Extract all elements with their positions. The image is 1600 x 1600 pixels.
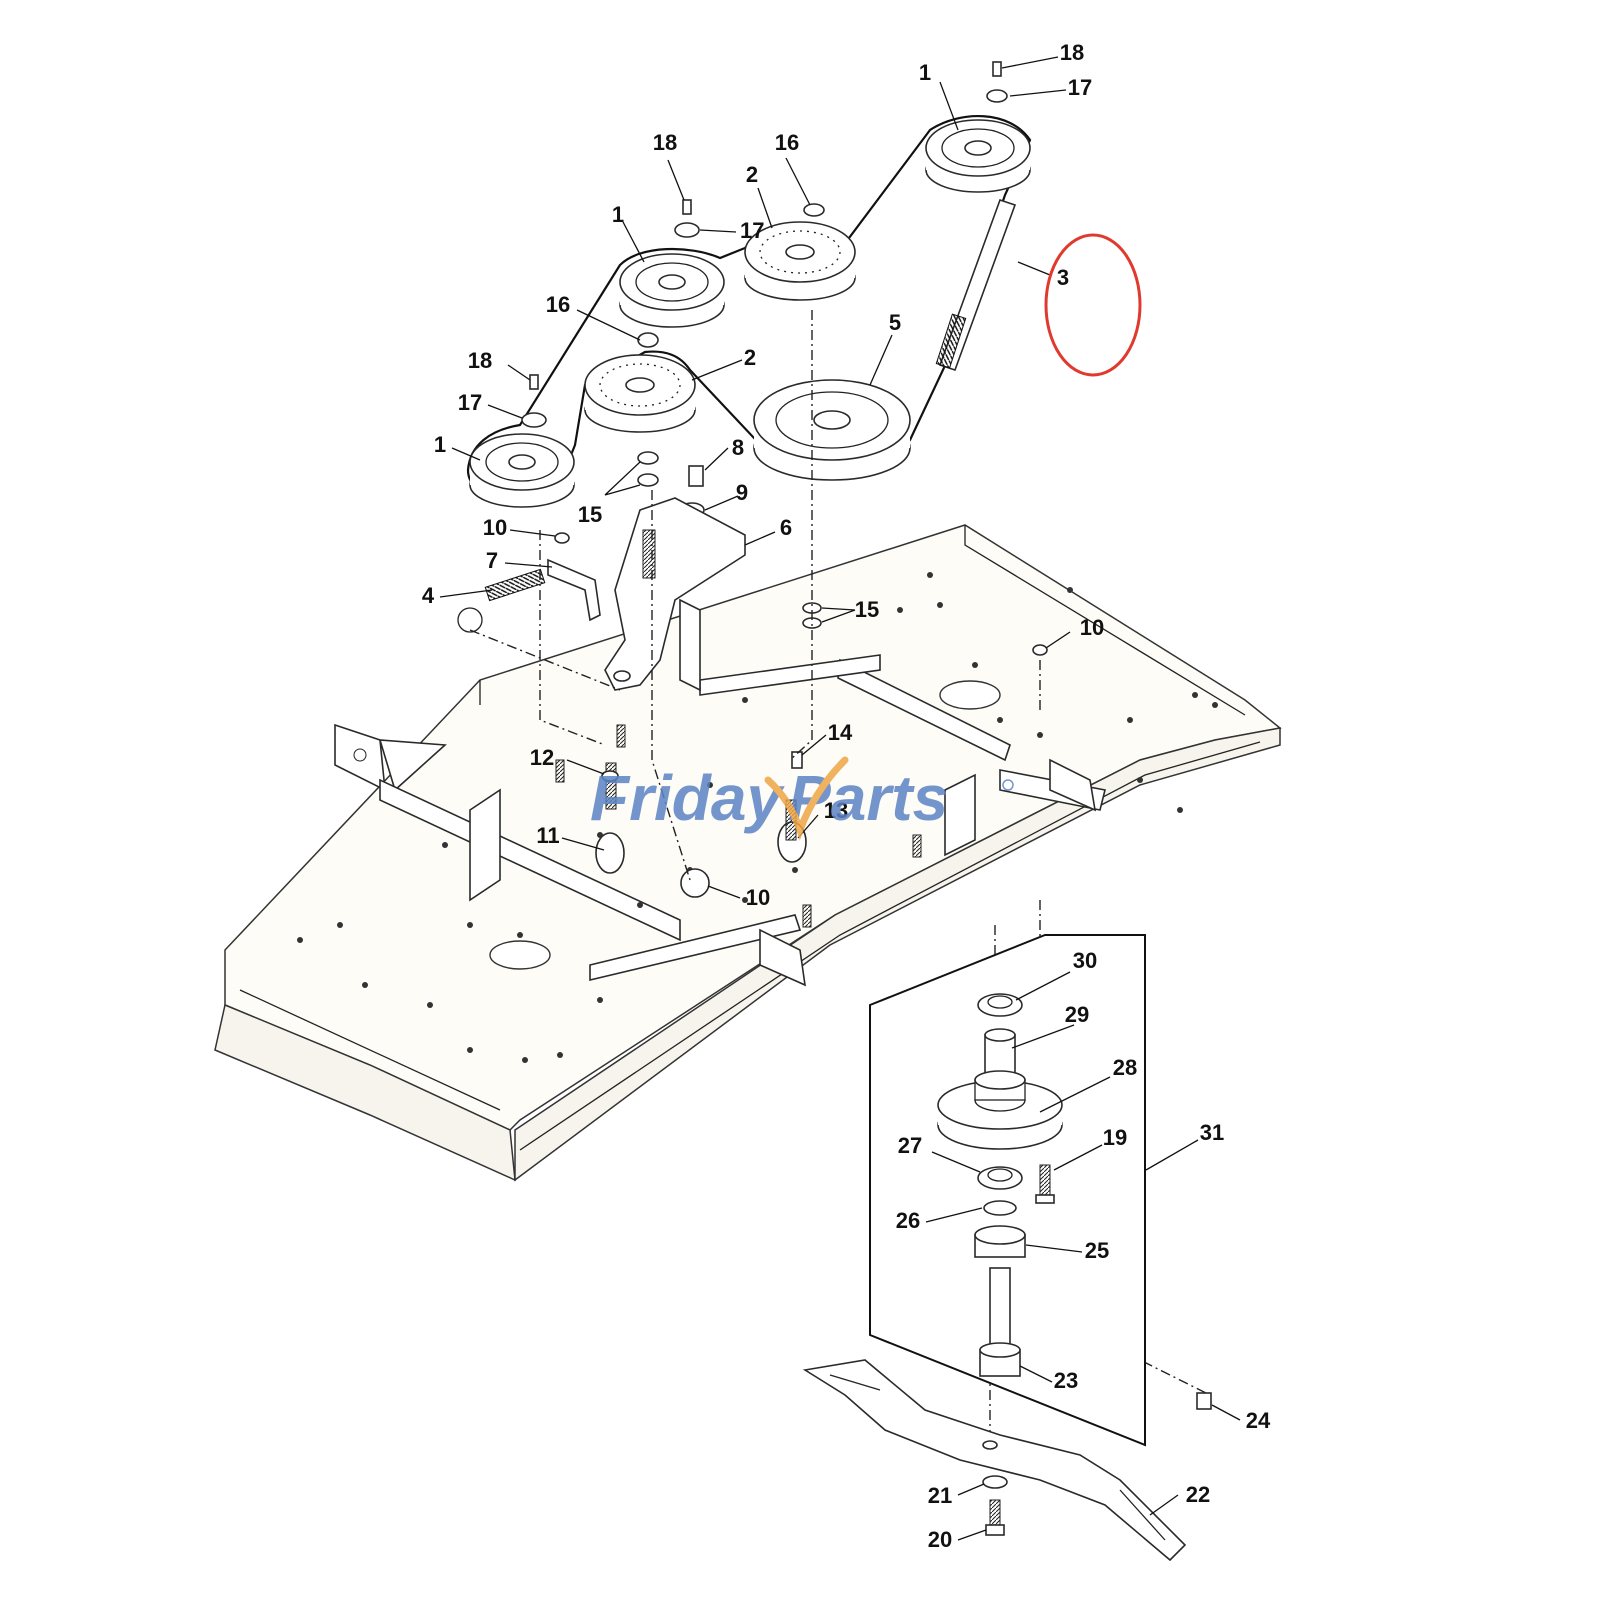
callout-12: 12: [530, 745, 554, 770]
callout-25: 25: [1085, 1238, 1109, 1263]
callout-14: 14: [828, 720, 853, 745]
callout-15: 15: [855, 597, 879, 622]
callout-16: 16: [775, 130, 799, 155]
callout-17: 17: [740, 218, 764, 243]
callout-1: 1: [612, 202, 624, 227]
callout-21: 21: [928, 1483, 952, 1508]
callout-1: 1: [919, 60, 931, 85]
callout-24: 24: [1246, 1408, 1271, 1433]
highlight-circle: [1044, 233, 1142, 377]
callout-22: 22: [1186, 1482, 1210, 1507]
callout-6: 6: [780, 515, 792, 540]
callout-20: 20: [928, 1527, 952, 1552]
mower-deck: [214, 524, 1282, 1182]
callout-29: 29: [1065, 1002, 1089, 1027]
callout-8: 8: [732, 435, 744, 460]
watermark-swoosh: [764, 756, 849, 841]
callout-1: 1: [434, 432, 446, 457]
callout-18: 18: [468, 348, 492, 373]
callout-28: 28: [1113, 1055, 1137, 1080]
svg-text:FridayParts: FridayParts: [590, 762, 948, 834]
callout-13: 13: [824, 798, 848, 823]
spindle-assembly-box: [869, 934, 1146, 1447]
callout-2: 2: [744, 345, 756, 370]
callout-16: 16: [546, 292, 570, 317]
watermark-brand-part1: Friday: [590, 762, 785, 834]
callout-19: 19: [1103, 1125, 1127, 1150]
callout-9: 9: [736, 480, 748, 505]
pulley-2-upper: [744, 221, 856, 301]
callout-11: 11: [536, 823, 559, 848]
callout-10: 10: [483, 515, 507, 540]
spindle-parts: [937, 993, 1212, 1410]
callout-18: 18: [653, 130, 677, 155]
callout-17: 17: [458, 390, 482, 415]
callout-31: 31: [1200, 1120, 1224, 1145]
callout-10: 10: [746, 885, 770, 910]
spring-bracket: [457, 558, 601, 633]
leader-lines: [439, 56, 1241, 1541]
callout-30: 30: [1073, 948, 1097, 973]
pulley-1-top-right: [925, 119, 1031, 193]
callout-5: 5: [889, 310, 901, 335]
callout-15: 15: [578, 502, 602, 527]
callout-17: 17: [1068, 75, 1092, 100]
callout-labels: 1 18 17 18 16 2 1 17 3 16 5 2 18 17 1 8 …: [422, 40, 1271, 1552]
pulley-1-left: [469, 433, 575, 508]
callout-2: 2: [746, 162, 758, 187]
callout-4: 4: [422, 583, 435, 608]
callout-10: 10: [1080, 615, 1104, 640]
pulley-5-main: [753, 379, 911, 481]
pulley-2-lower: [584, 354, 696, 433]
blade: [802, 1359, 1187, 1562]
pulley-1-middle: [619, 253, 725, 328]
callout-26: 26: [896, 1208, 920, 1233]
watermark: FridayParts: [590, 756, 1014, 841]
callout-3: 3: [1057, 265, 1069, 290]
callout-23: 23: [1054, 1368, 1078, 1393]
callout-7: 7: [486, 548, 498, 573]
callout-27: 27: [898, 1133, 922, 1158]
callout-18: 18: [1060, 40, 1084, 65]
